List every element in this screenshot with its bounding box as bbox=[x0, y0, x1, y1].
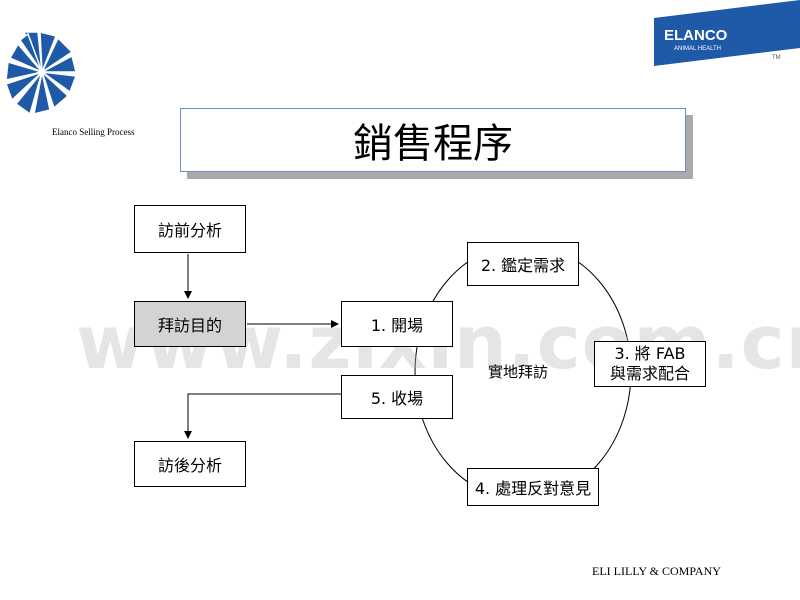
company-footer: ELI LILLY & COMPANY bbox=[592, 564, 721, 578]
page-title: 銷售程序 bbox=[180, 108, 686, 172]
post-visit-analysis-box: 訪後分析 bbox=[134, 441, 246, 487]
step-closing-box: 5. 收場 bbox=[341, 375, 453, 419]
elanco-logo-text: ELANCO bbox=[664, 27, 728, 44]
step-fab-line2: 與需求配合 bbox=[609, 364, 690, 383]
elanco-sunburst-logo bbox=[5, 31, 78, 116]
elanco-badge: ELANCO ANIMAL HEALTH bbox=[654, 0, 800, 66]
step-identify-needs-box: 2. 鑑定需求 bbox=[467, 242, 579, 286]
step-fab-line1: 3. 將 FAB bbox=[614, 344, 686, 363]
step-fab-box: 3. 將 FAB 與需求配合 bbox=[594, 341, 706, 387]
visit-purpose-box: 拜訪目的 bbox=[134, 301, 246, 347]
field-visit-label: 實地拜訪 bbox=[488, 363, 549, 381]
step-objections-box: 4. 處理反對意見 bbox=[467, 468, 599, 506]
arrow-closing-to-post bbox=[184, 393, 341, 439]
selling-process-label: Elanco Selling Process bbox=[52, 127, 135, 137]
trademark-mark: TM bbox=[772, 55, 781, 61]
pre-visit-analysis-box: 訪前分析 bbox=[134, 205, 246, 253]
elanco-logo-subtext: ANIMAL HEALTH bbox=[674, 46, 721, 52]
step-opening-box: 1. 開場 bbox=[341, 301, 453, 347]
